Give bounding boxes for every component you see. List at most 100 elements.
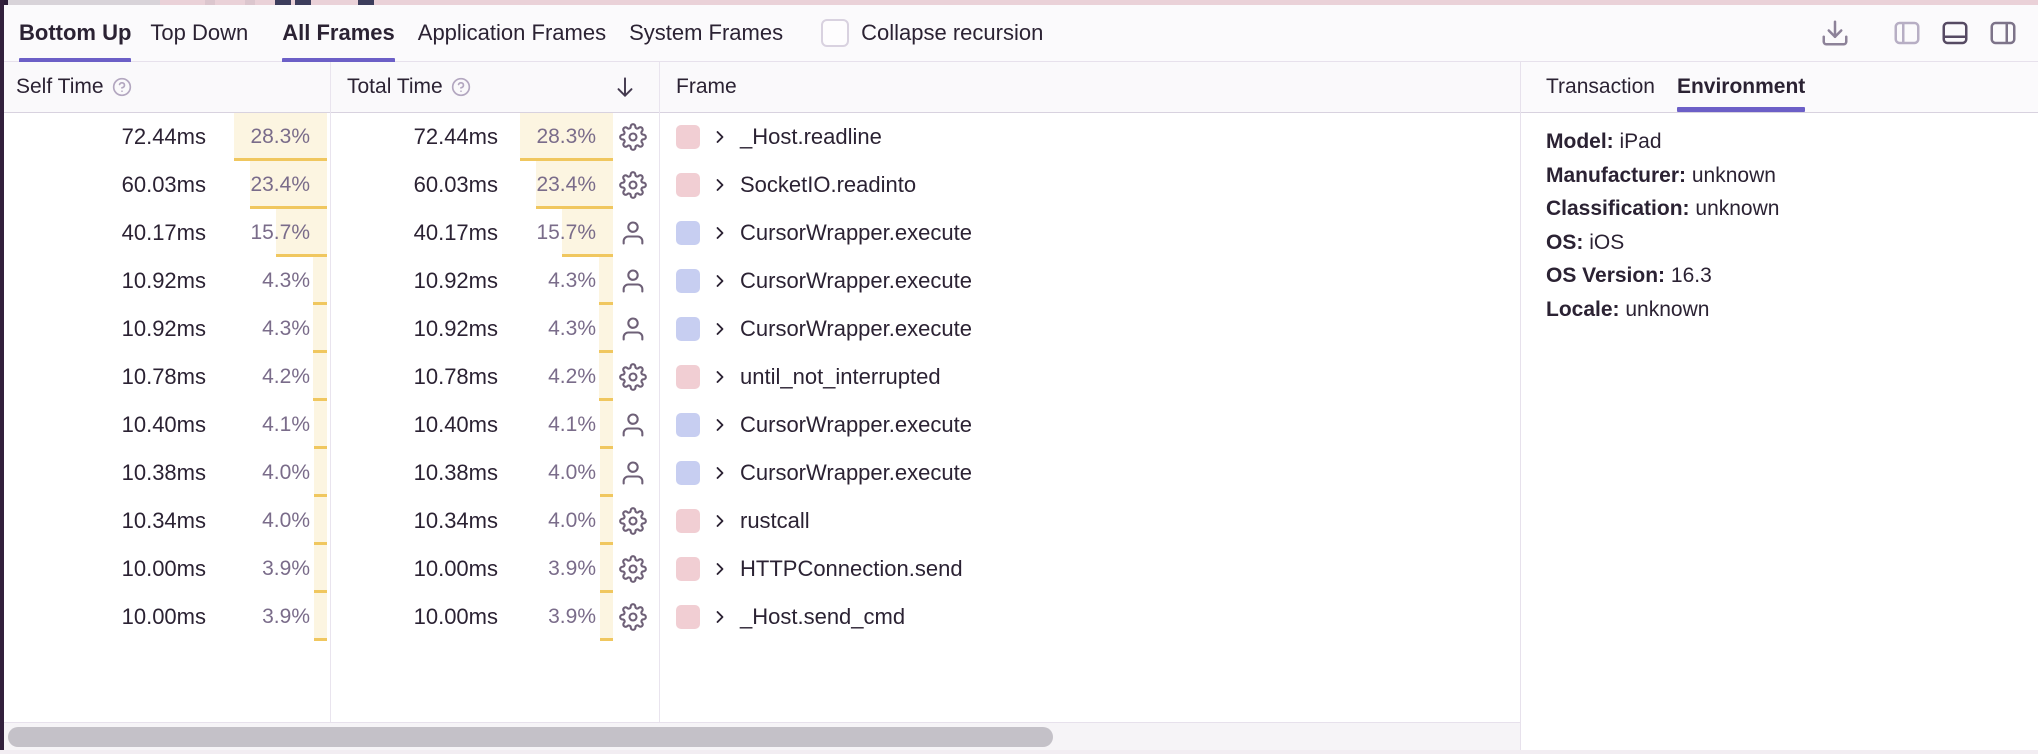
tab-bottom-up[interactable]: Bottom Up [19,5,131,61]
self-time-cell: 10.92ms 4.3% [0,257,331,305]
gear-icon [619,123,647,151]
column-header-frame[interactable]: Frame [660,62,1520,112]
chevron-right-icon[interactable] [710,366,730,388]
detail-value: unknown [1625,298,1709,321]
self-percent-value: 4.3% [262,305,310,353]
chevron-right-icon[interactable] [710,510,730,532]
frame-cell: _Host.readline [660,113,1520,161]
gear-icon [619,171,647,199]
tab-system-frames[interactable]: System Frames [629,5,783,61]
self-percent-value: 23.4% [250,161,310,209]
gear-icon [619,363,647,391]
self-time-value: 10.00ms [122,545,206,593]
total-time-value: 10.00ms [414,545,498,593]
table-row[interactable]: 10.92ms 4.3% 10.92ms 4.3% CursorWrapper.… [0,257,1520,305]
frame-color-swatch [676,173,700,197]
collapse-recursion-label: Collapse recursion [861,20,1043,46]
frame-name: CursorWrapper.execute [740,268,972,294]
detail-label: Model: [1546,130,1614,153]
table-row[interactable]: 10.00ms 3.9% 10.00ms 3.9% HTTPConnection… [0,545,1520,593]
total-time-cell: 10.00ms 3.9% [331,593,660,641]
chevron-right-icon[interactable] [710,270,730,292]
detail-value: iOS [1589,231,1624,254]
detail-label: Locale: [1546,298,1620,321]
table-row[interactable]: 40.17ms 15.7% 40.17ms 15.7% CursorWrappe… [0,209,1520,257]
self-percent-bar [314,401,327,449]
tab-all-frames[interactable]: All Frames [282,5,395,61]
self-percent-bar [314,545,327,593]
tab-application-frames[interactable]: Application Frames [418,5,606,61]
column-divider[interactable] [330,62,331,722]
chevron-right-icon[interactable] [710,558,730,580]
self-time-value: 10.38ms [122,449,206,497]
total-time-value: 10.92ms [414,305,498,353]
table-row[interactable]: 10.34ms 4.0% 10.34ms 4.0% rustcall [0,497,1520,545]
column-header-self-time[interactable]: Self Time [0,62,331,112]
self-time-cell: 40.17ms 15.7% [0,209,331,257]
self-percent-value: 3.9% [262,545,310,593]
self-percent-value: 15.7% [250,209,310,257]
table-row[interactable]: 10.78ms 4.2% 10.78ms 4.2% until_not_inte… [0,353,1520,401]
self-percent-bar [314,593,327,641]
detail-line: OS: iOS [1546,226,2038,260]
table-row[interactable]: 60.03ms 23.4% 60.03ms 23.4% SocketIO.rea… [0,161,1520,209]
table-row[interactable]: 10.00ms 3.9% 10.00ms 3.9% _Host.send_cmd [0,593,1520,641]
detail-label: OS: [1546,231,1583,254]
help-icon[interactable] [451,77,471,97]
dock-left-icon[interactable] [1890,18,1924,48]
horizontal-scrollbar[interactable] [0,723,1520,750]
table-row[interactable]: 10.92ms 4.3% 10.92ms 4.3% CursorWrapper.… [0,305,1520,353]
chevron-right-icon[interactable] [710,222,730,244]
collapse-recursion-control[interactable]: Collapse recursion [821,19,1043,47]
table-row[interactable]: 10.40ms 4.1% 10.40ms 4.1% CursorWrapper.… [0,401,1520,449]
user-icon [619,411,647,439]
self-percent-bar [313,257,327,305]
total-percent-bar [600,497,613,545]
scrollbar-thumb[interactable] [8,727,1053,747]
total-percent-bar [600,545,613,593]
total-time-value: 10.38ms [414,449,498,497]
user-icon [619,267,647,295]
column-divider[interactable] [659,62,660,722]
help-icon[interactable] [112,77,132,97]
dock-bottom-icon[interactable] [1938,18,1972,48]
download-icon[interactable] [1820,18,1850,48]
detail-label: Manufacturer: [1546,164,1686,187]
side-tab-transaction[interactable]: Transaction [1546,62,1655,112]
detail-value: unknown [1695,197,1779,220]
panel-left-border [0,0,4,750]
total-time-cell: 60.03ms 23.4% [331,161,660,209]
total-percent-value: 3.9% [548,545,596,593]
total-time-cell: 10.00ms 3.9% [331,545,660,593]
table-row[interactable]: 10.38ms 4.0% 10.38ms 4.0% CursorWrapper.… [0,449,1520,497]
dock-right-icon[interactable] [1986,18,2020,48]
total-time-cell: 40.17ms 15.7% [331,209,660,257]
total-percent-value: 4.2% [548,353,596,401]
frame-cell: CursorWrapper.execute [660,449,1520,497]
total-percent-value: 15.7% [536,209,596,257]
frame-name: _Host.send_cmd [740,604,905,630]
environment-details: Model: iPad Manufacturer: unknown Classi… [1521,113,2038,326]
frame-cell: CursorWrapper.execute [660,209,1520,257]
total-percent-value: 4.0% [548,449,596,497]
column-header-total-time[interactable]: Total Time [331,62,660,112]
side-tab-environment[interactable]: Environment [1677,62,1805,112]
frame-cell: _Host.send_cmd [660,593,1520,641]
collapse-recursion-checkbox[interactable] [821,19,849,47]
frame-cell: rustcall [660,497,1520,545]
detail-line: OS Version: 16.3 [1546,259,2038,293]
tab-top-down[interactable]: Top Down [150,5,248,61]
chevron-right-icon[interactable] [710,462,730,484]
table-row[interactable]: 72.44ms 28.3% 72.44ms 28.3% _Host.readli… [0,113,1520,161]
chevron-right-icon[interactable] [710,126,730,148]
chevron-right-icon[interactable] [710,606,730,628]
user-icon [619,315,647,343]
chevron-right-icon[interactable] [710,318,730,340]
chevron-right-icon[interactable] [710,174,730,196]
detail-value: 16.3 [1671,264,1712,287]
frame-color-swatch [676,125,700,149]
view-tab-group: Bottom Up Top Down [19,5,248,61]
chevron-right-icon[interactable] [710,414,730,436]
self-time-cell: 10.40ms 4.1% [0,401,331,449]
sort-descending-arrow-icon[interactable] [612,74,638,100]
